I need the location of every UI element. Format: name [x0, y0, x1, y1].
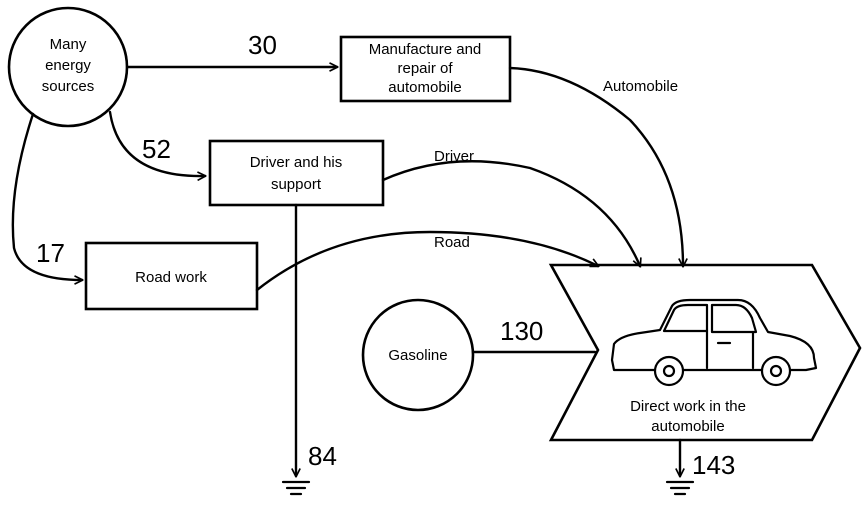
flow-value-direct-loss: 143 [692, 450, 735, 480]
flow-value-gasoline: 130 [500, 316, 543, 346]
road-work-label: Road work [135, 269, 207, 286]
driver-label-line-2: support [271, 176, 322, 193]
edge-label-automobile: Automobile [603, 78, 678, 95]
flow-value-driver: 52 [142, 134, 171, 164]
edge-label-road: Road [434, 234, 470, 251]
manufacture-repair-node: Manufacture and repair of automobile [341, 37, 510, 101]
gasoline-node: Gasoline [363, 300, 473, 410]
manufacture-label-line-1: Manufacture and [369, 41, 482, 58]
driver-label-line-1: Driver and his [250, 154, 343, 171]
flow-value-driver-loss: 84 [308, 441, 337, 471]
direct-work-label-line-1: Direct work in the [630, 398, 746, 415]
flow-road-to-direct [257, 232, 598, 290]
ground-icon [667, 482, 693, 494]
sources-label-line-3: sources [42, 78, 95, 95]
edge-label-driver: Driver [434, 148, 474, 165]
road-work-node: Road work [86, 243, 257, 309]
manufacture-label-line-3: automobile [388, 79, 461, 96]
flow-driver-to-direct [383, 161, 640, 266]
flow-value-manufacture: 30 [248, 30, 277, 60]
ground-icon [283, 482, 309, 494]
sources-label-line-2: energy [45, 57, 91, 74]
manufacture-label-line-2: repair of [397, 60, 453, 77]
sources-label-line-1: Many [50, 36, 87, 53]
gasoline-label: Gasoline [388, 347, 447, 364]
driver-support-node: Driver and his support [210, 141, 383, 205]
flow-automobile-to-direct [510, 68, 683, 266]
direct-work-label-line-2: automobile [651, 418, 724, 435]
many-energy-sources-node: Many energy sources [9, 8, 127, 126]
flow-value-road: 17 [36, 238, 65, 268]
